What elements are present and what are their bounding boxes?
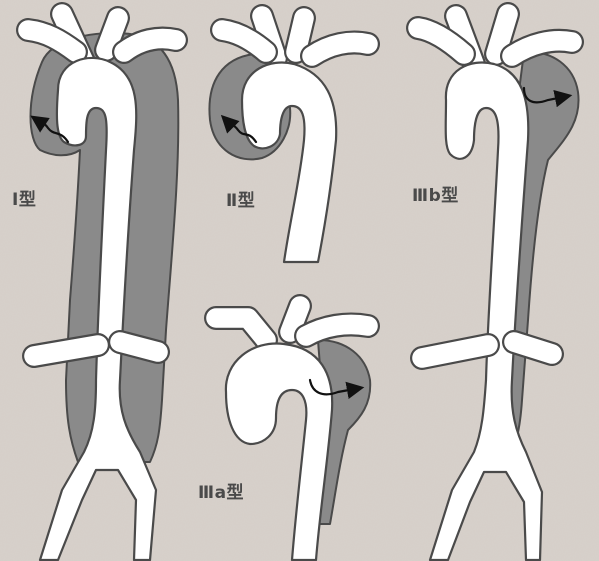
label-type-3a: Ⅲa型 bbox=[198, 478, 244, 503]
label-type-1: Ⅰ型 bbox=[12, 185, 36, 210]
label-type-2: Ⅱ型 bbox=[226, 186, 255, 211]
label-type-3b: Ⅲb型 bbox=[412, 181, 459, 206]
